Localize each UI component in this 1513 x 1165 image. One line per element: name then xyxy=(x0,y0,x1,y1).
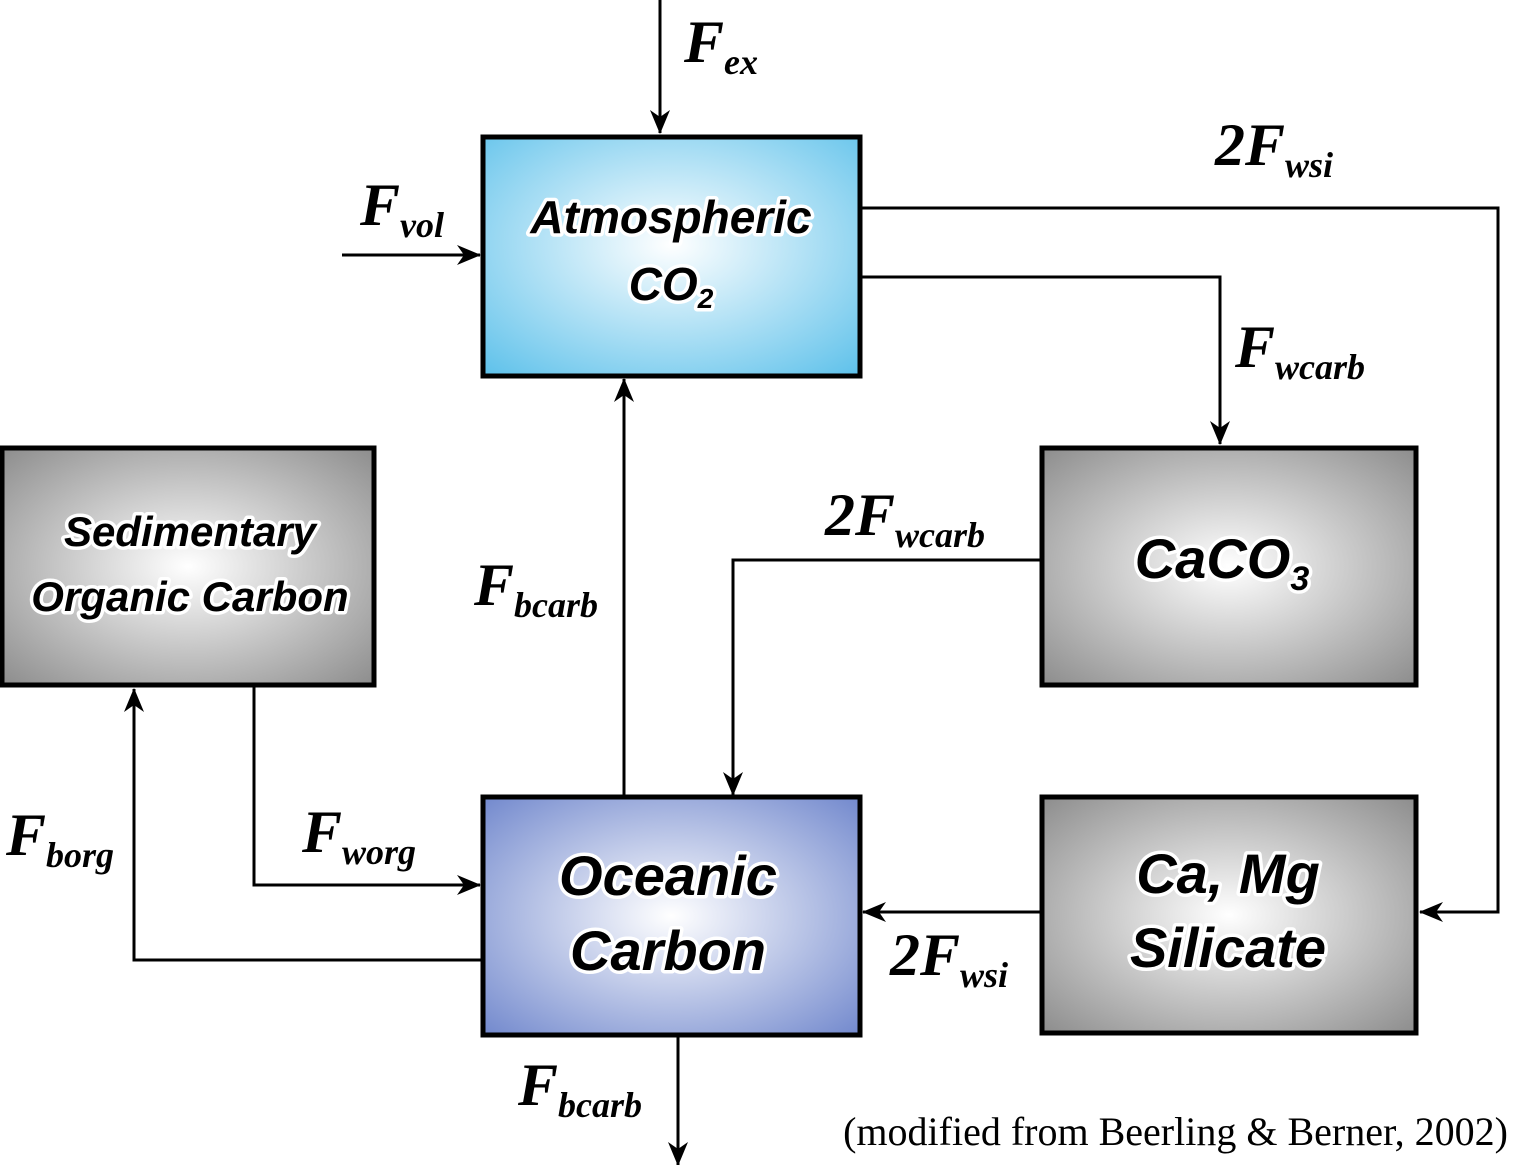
oceanic-carbon-box xyxy=(480,794,863,1038)
f-vol-label: Fvol xyxy=(359,172,444,245)
f-wcarb-2-label: 2Fwcarb xyxy=(824,482,985,555)
f-wcarb-arrow xyxy=(860,275,1230,445)
silicate-box xyxy=(1039,794,1419,1036)
f-wsi-bottom-label: 2Fwsi xyxy=(889,922,1008,995)
f-wsi-top-label: 2Fwsi xyxy=(1214,112,1333,185)
f-wcarb-2-arrow xyxy=(723,558,1041,796)
caco3-box xyxy=(1039,445,1419,688)
f-worg-arrow xyxy=(252,685,481,895)
sedimentary-label: Sedimentary xyxy=(64,508,319,555)
carbon-label: Carbon xyxy=(570,919,766,982)
silicate-label: Silicate xyxy=(1130,916,1326,979)
oceanic-label: Oceanic xyxy=(559,844,777,907)
organic-carbon-label: Organic Carbon xyxy=(31,573,348,620)
f-wsi-arrow xyxy=(860,206,1500,922)
sedimentary-organic-carbon-box xyxy=(0,445,377,688)
atmospheric-co2-box xyxy=(480,134,863,379)
caco3-label: CaCO3 xyxy=(1135,527,1310,598)
f-borg-label: Fborg xyxy=(5,802,114,875)
f-bcarb-up-label: Fbcarb xyxy=(473,552,598,625)
source-credit: (modified from Beerling & Berner, 2002) xyxy=(843,1109,1508,1154)
f-bcarb-down-label: Fbcarb xyxy=(517,1052,642,1125)
atmospheric-label: Atmospheric xyxy=(529,191,811,243)
f-worg-label: Fworg xyxy=(301,799,416,872)
ca-mg-label: Ca, Mg xyxy=(1136,842,1320,905)
f-ex-label: Fex xyxy=(683,9,758,82)
f-wcarb-label: Fwcarb xyxy=(1234,314,1365,387)
f-borg-arrow xyxy=(124,688,483,962)
co2-label: CO2 xyxy=(629,258,714,314)
